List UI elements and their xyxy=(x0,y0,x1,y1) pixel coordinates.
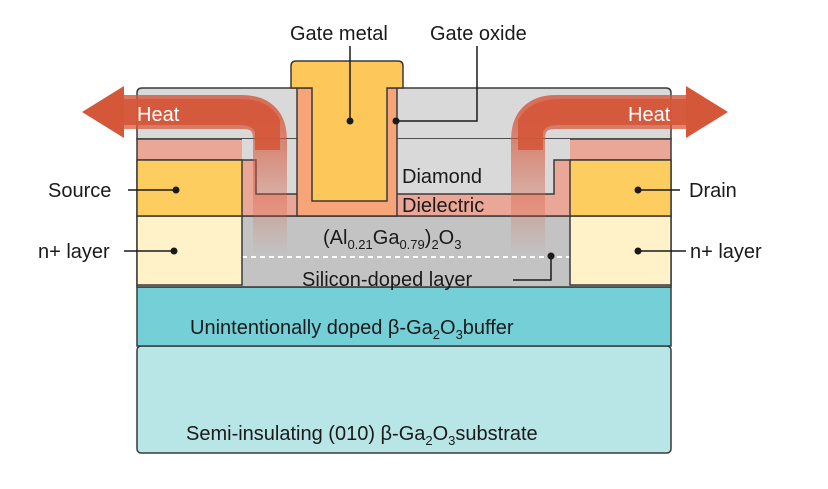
gate-metal xyxy=(290,60,404,202)
source-label: Source xyxy=(48,180,111,202)
gate-oxide-dot xyxy=(392,117,400,125)
heat-arrow-left-head xyxy=(82,86,124,138)
substrate-label: Semi-insulating (010) β-Ga2O3substrate xyxy=(186,423,538,448)
heat-label-left: Heat xyxy=(137,104,180,126)
source-contact xyxy=(136,159,243,217)
gate-metal-label: Gate metal xyxy=(290,23,388,45)
heat-arrow-right-body xyxy=(518,99,688,150)
drain-dot xyxy=(634,186,642,194)
n-layer-right-label: n+ layer xyxy=(690,241,762,263)
algao-label: (Al0.21Ga0.79)2O3 xyxy=(323,227,461,252)
n-layer-left-label: n+ layer xyxy=(38,241,110,263)
n-layer-left-dot xyxy=(170,247,178,255)
silicon-doped-leader xyxy=(513,256,552,281)
dielectric-label: Dielectric xyxy=(402,195,484,217)
gate-oxide-leader xyxy=(396,46,478,122)
heat-arrow-right-head xyxy=(686,86,728,138)
drain-label: Drain xyxy=(689,180,737,202)
drain-contact xyxy=(569,159,672,217)
source-dot xyxy=(172,186,180,194)
heat-arrow-left-body xyxy=(122,99,280,150)
buffer-label: Unintentionally doped β-Ga2O3buffer xyxy=(190,317,514,342)
gate-metal-dot xyxy=(346,117,354,125)
heat-label-right: Heat xyxy=(628,104,671,126)
gate-oxide-label: Gate oxide xyxy=(430,23,527,45)
silicon-doped-label: Silicon-doped layer xyxy=(302,269,472,291)
diamond-label: Diamond xyxy=(402,166,482,188)
n-layer-right-dot xyxy=(634,247,642,255)
buffer-layer xyxy=(136,286,672,347)
silicon-doped-dot xyxy=(547,252,555,260)
